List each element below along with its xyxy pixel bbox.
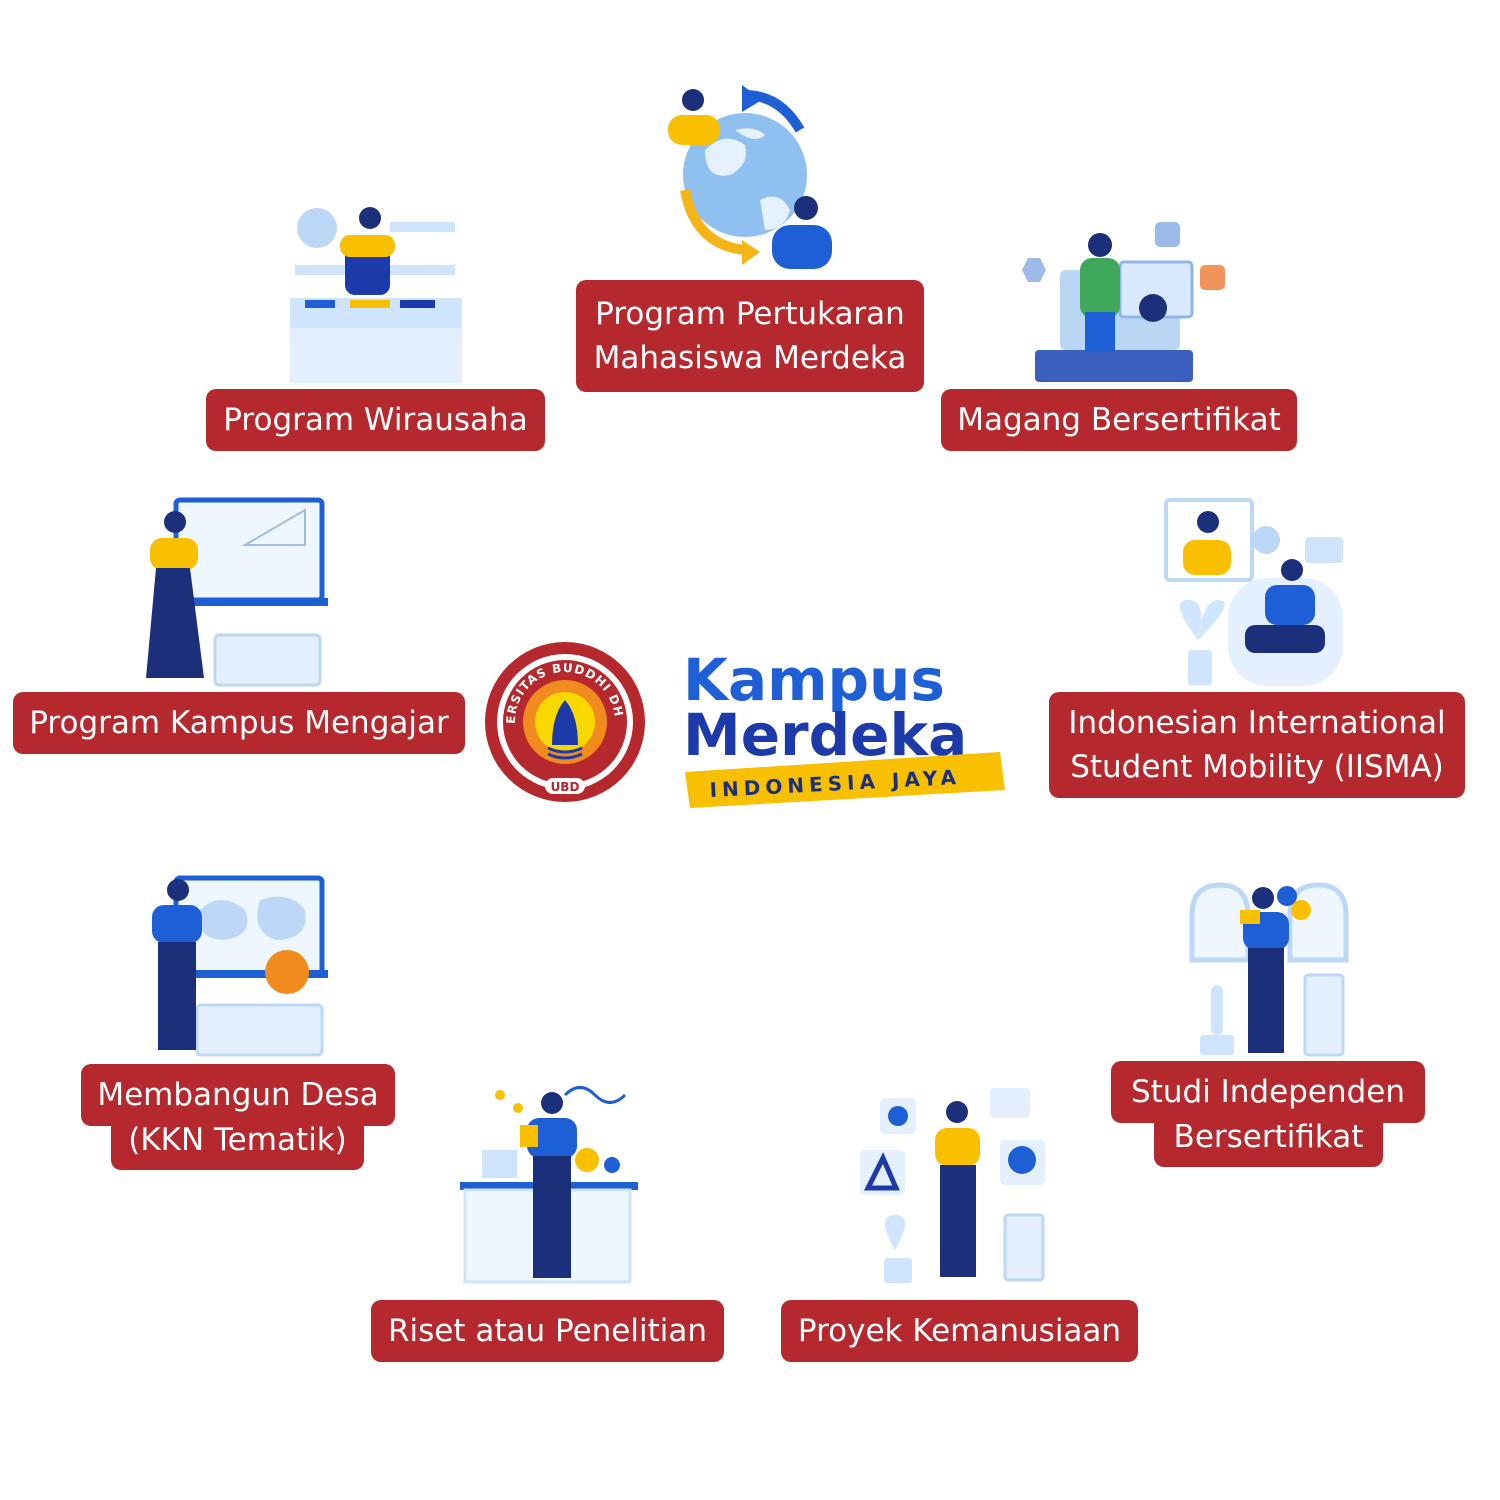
program-label-line: Program Wirausaha xyxy=(223,402,528,438)
program-label-line: Proyek Kemanusiaan xyxy=(797,1313,1122,1349)
program-label-studi-independen-sub[interactable]: Bersertifikat xyxy=(1154,1115,1383,1167)
seal-text-bottom: UBD xyxy=(551,780,580,794)
program-label-line: (KKN Tematik) xyxy=(128,1122,347,1158)
program-label-pertukaran[interactable]: Program Pertukaran Mahasiswa Merdeka xyxy=(576,280,924,392)
kitchen-business-icon xyxy=(290,207,462,383)
program-label-wirausaha[interactable]: Program Wirausaha xyxy=(206,389,545,451)
program-label-line: Program Pertukaran xyxy=(595,296,905,332)
teacher-whiteboard-icon xyxy=(146,497,328,687)
program-label-magang[interactable]: Magang Bersertifikat xyxy=(941,389,1297,451)
program-label-line: Indonesian International xyxy=(1068,705,1446,741)
program-label-iisma[interactable]: Indonesian International Student Mobilit… xyxy=(1049,692,1465,798)
program-label-kemanusiaan[interactable]: Proyek Kemanusiaan xyxy=(781,1300,1138,1362)
laboratory-icon xyxy=(460,1086,638,1284)
program-label-kampus-mengajar[interactable]: Program Kampus Mengajar xyxy=(13,692,465,754)
program-label-line: Magang Bersertifikat xyxy=(957,402,1281,438)
program-label-riset[interactable]: Riset atau Penelitian xyxy=(371,1300,724,1362)
map-globe-icon xyxy=(152,875,328,1057)
program-label-line: Mahasiswa Merdeka xyxy=(593,340,907,376)
program-label-line: Studi Independen xyxy=(1131,1074,1405,1110)
program-label-membangun-desa-sub[interactable]: (KKN Tematik) xyxy=(111,1118,364,1170)
online-class-icon xyxy=(1164,498,1343,686)
brand-line1: Kampus xyxy=(683,646,945,714)
program-label-line: Program Kampus Mengajar xyxy=(29,705,449,741)
program-label-line: Student Mobility (IISMA) xyxy=(1070,749,1444,785)
program-label-membangun-desa[interactable]: Membangun Desa xyxy=(81,1064,395,1126)
program-label-line: Bersertifikat xyxy=(1173,1119,1364,1155)
program-label-studi-independen[interactable]: Studi Independen xyxy=(1111,1061,1425,1123)
independent-study-icon xyxy=(1189,882,1349,1057)
globe-exchange-icon xyxy=(668,85,832,269)
certificate-laptop-icon xyxy=(1022,222,1225,382)
kampus-merdeka-logo: Kampus Merdeka INDONESIA JAYA xyxy=(683,646,1005,808)
program-label-line: Riset atau Penelitian xyxy=(387,1313,708,1349)
humanitarian-project-icon xyxy=(860,1088,1045,1283)
program-label-line: Membangun Desa xyxy=(97,1077,379,1113)
